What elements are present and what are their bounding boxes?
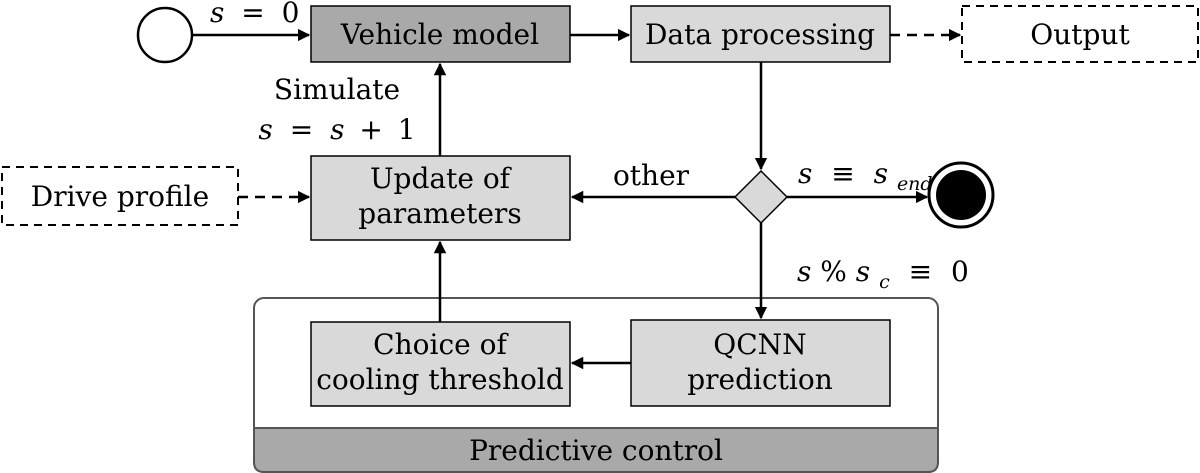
end-node: [927, 161, 995, 229]
decision-node: [733, 169, 789, 225]
output-label: Output: [1030, 18, 1130, 51]
data-processing-label: Data processing: [645, 18, 875, 51]
start-node: [136, 6, 194, 64]
label-increment: s = s + 1: [258, 113, 415, 146]
vehicle-model-node: Vehicle model: [310, 5, 571, 63]
qcnn-prediction-line1: QCNN: [713, 328, 806, 361]
drive-profile-node: Drive profile: [1, 166, 239, 226]
label-modulo-condition: s % s c ≡ 0: [797, 255, 969, 295]
container-title-band: [253, 427, 939, 473]
label-simulate: Simulate: [274, 73, 400, 106]
vehicle-model-label: Vehicle model: [340, 18, 539, 51]
container-title: Predictive control: [469, 434, 723, 467]
drive-profile-box: [1, 166, 239, 226]
choice-threshold-line2: cooling threshold: [316, 363, 564, 396]
label-init-condition: s = 0: [210, 0, 299, 29]
qcnn-prediction-node: QCNN prediction: [630, 319, 891, 407]
label-other: other: [613, 159, 690, 192]
qcnn-prediction-box: [630, 319, 891, 407]
update-parameters-box: [310, 155, 571, 241]
update-parameters-line1: Update of: [370, 162, 513, 195]
choice-threshold-box: [310, 321, 571, 407]
choice-threshold-node: Choice of cooling threshold: [310, 321, 571, 407]
qcnn-prediction-line2: prediction: [687, 363, 833, 396]
update-parameters-line2: parameters: [358, 197, 521, 230]
drive-profile-label: Drive profile: [31, 180, 209, 213]
output-box: [961, 5, 1199, 63]
data-processing-node: Data processing: [630, 5, 891, 63]
label-end-condition: s ≡ s end: [798, 157, 933, 195]
update-parameters-node: Update of parameters: [310, 155, 571, 241]
end-node-inner: [936, 170, 986, 220]
choice-threshold-line1: Choice of: [373, 328, 509, 361]
vehicle-model-box: [310, 5, 571, 63]
output-node: Output: [961, 5, 1199, 63]
